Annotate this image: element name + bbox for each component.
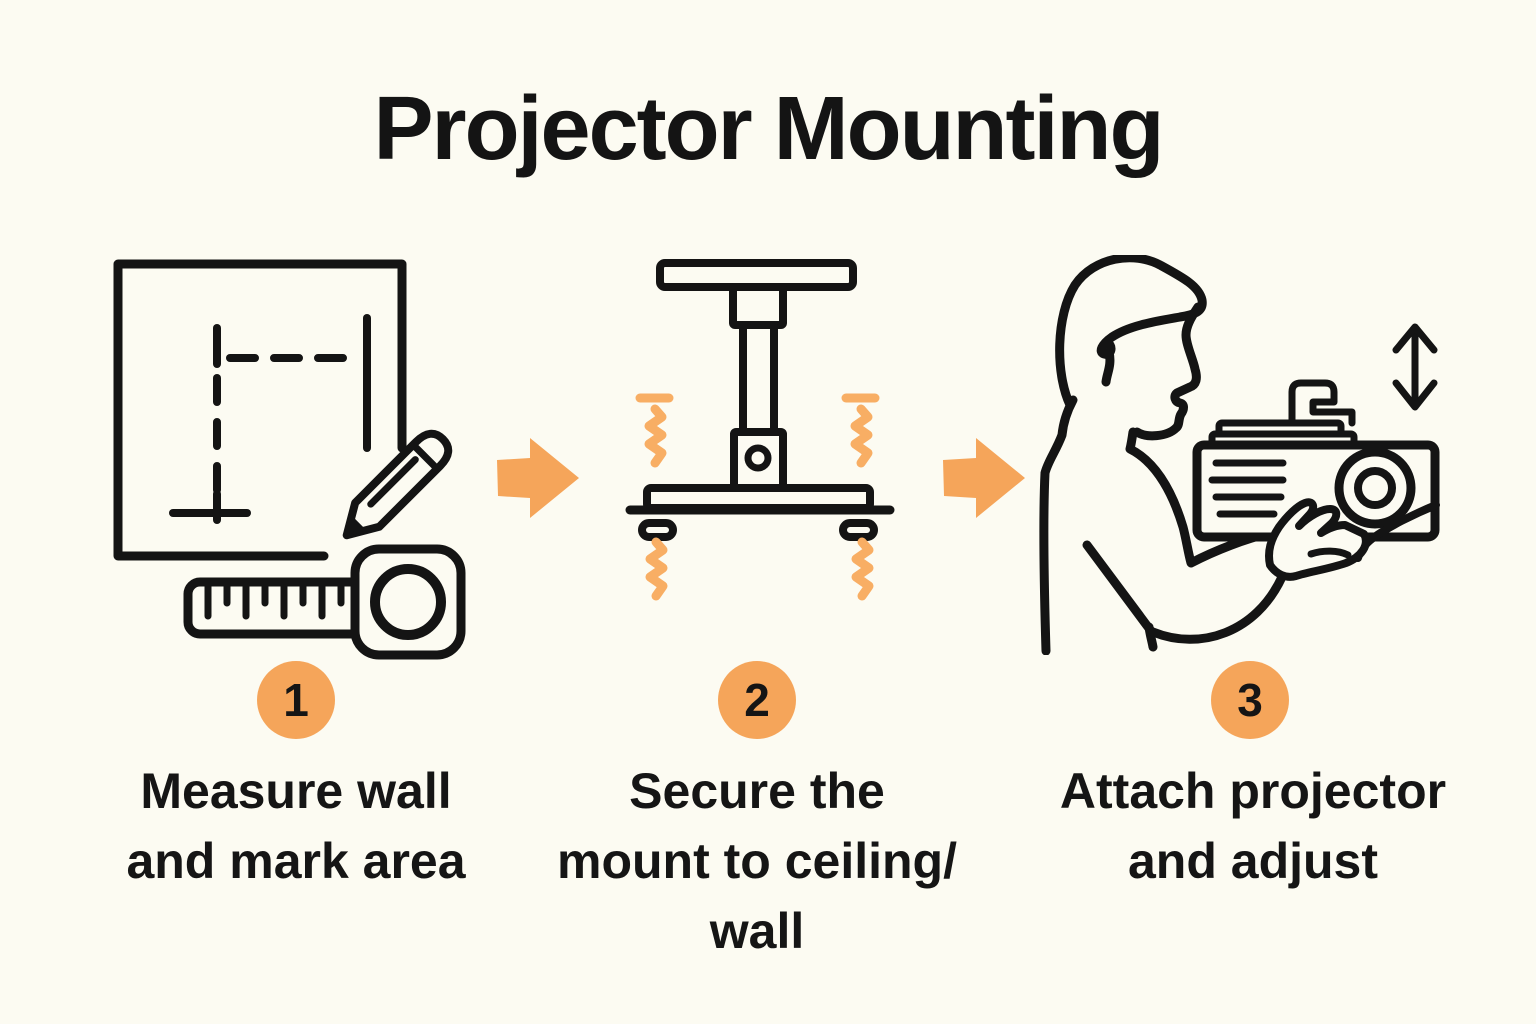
step-number-badge: 2 [718,661,796,739]
caption-line: and mark area [126,833,466,889]
ceiling-mount-icon [625,259,895,601]
step-number: 3 [1237,674,1263,726]
step-number: 1 [283,674,309,726]
measure-wall-icon [113,259,466,660]
screw-icon [635,393,880,601]
step-number: 2 [744,674,770,726]
caption-line: and adjust [1127,833,1379,889]
wall-outline [113,259,407,561]
person-figure [1039,255,1287,655]
pencil-icon [342,429,453,540]
measurement-marks [169,314,371,524]
hands [1265,498,1440,581]
step-caption: Secure the mount to ceiling/ wall [477,756,1037,966]
projector-icon [1192,379,1440,542]
step-caption: Measure wall and mark area [16,756,576,896]
caption-line: mount to ceiling/ [557,833,957,889]
up-down-arrow-icon [1392,323,1438,411]
step-number-badge: 3 [1211,661,1289,739]
arrow-right-icon [943,438,1025,518]
caption-line: Measure wall [140,763,452,819]
step-caption: Attach projector and adjust [973,756,1533,896]
attach-projector-icon [1039,255,1440,655]
caption-line: wall [709,903,805,959]
caption-line: Attach projector [1059,763,1447,819]
arrow-right-icon [497,438,579,518]
caption-line: Secure the [629,763,885,819]
projector-lens [1334,447,1416,529]
page-title: Projector Mounting [373,79,1165,179]
mount-body [625,259,895,541]
tape-measure-icon [183,544,466,660]
step-number-badge: 1 [257,661,335,739]
